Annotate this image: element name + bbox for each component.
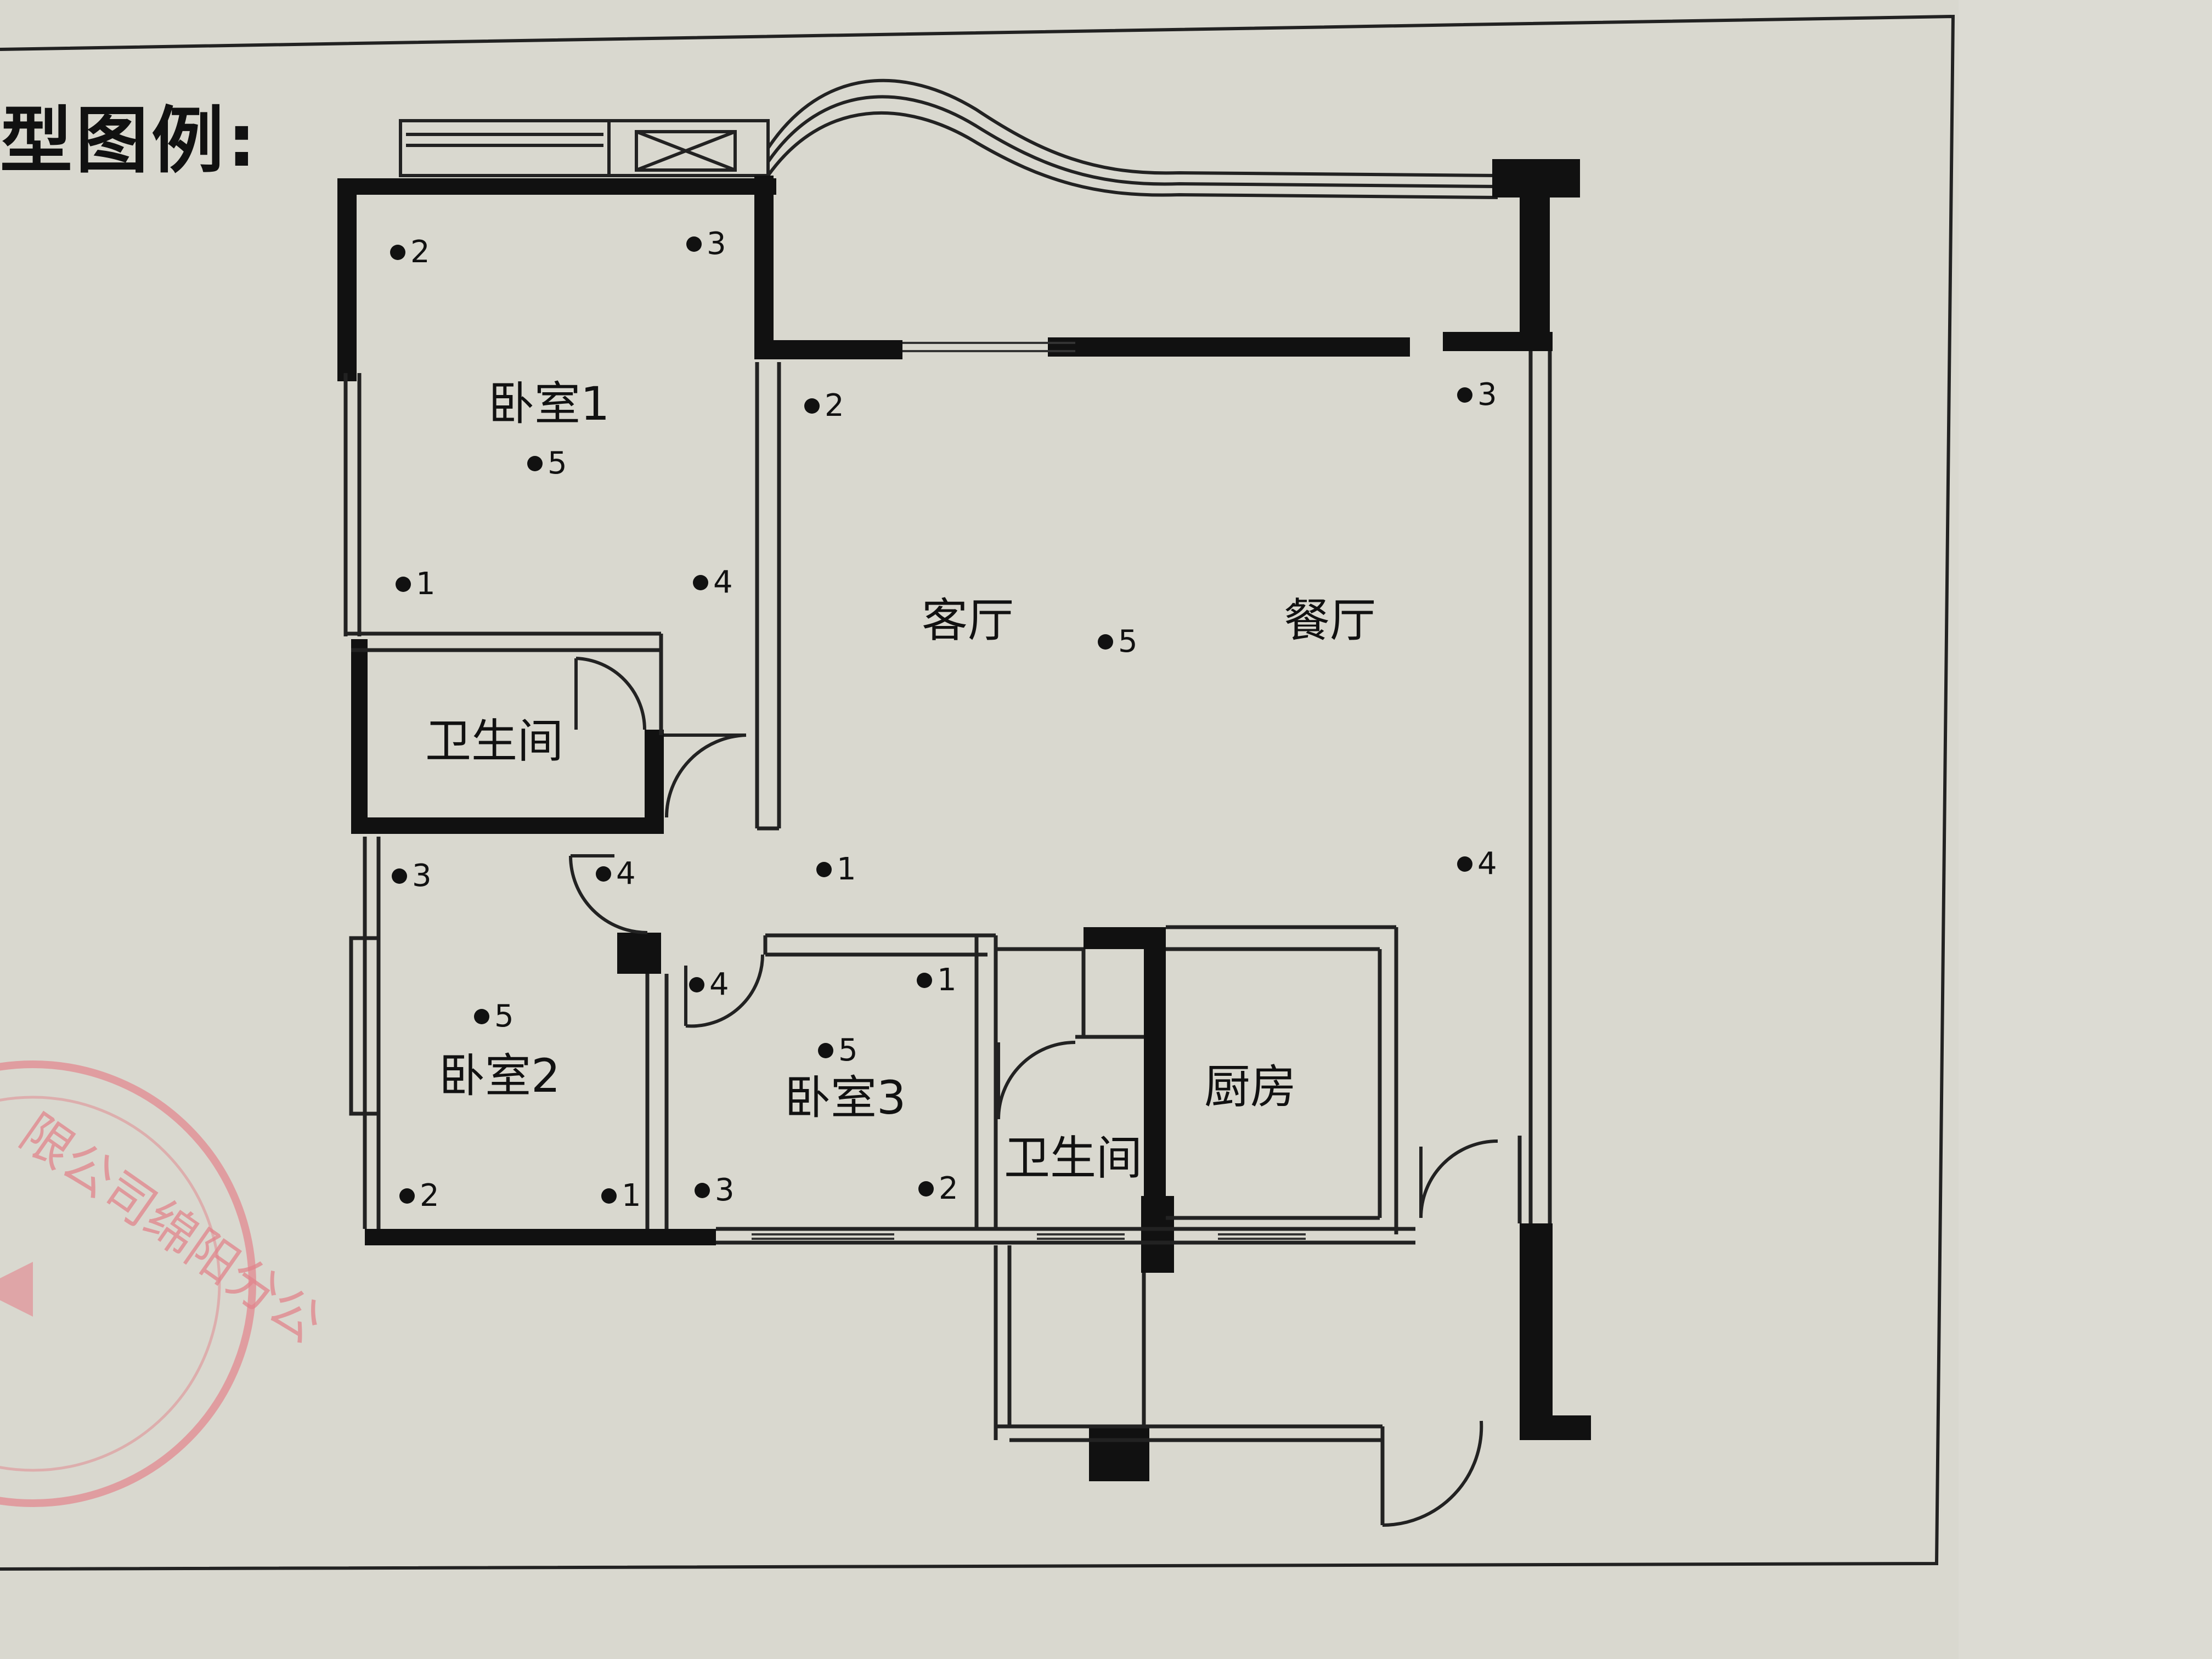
heading-title: 型图例:: [0, 99, 259, 183]
windows: [752, 342, 1306, 1240]
marker-b2-1: 1: [622, 1178, 641, 1214]
marker-b3-1: 1: [937, 962, 957, 998]
room-label-bedroom3: 卧室3: [785, 1071, 906, 1125]
marker-dots: [390, 236, 1472, 1204]
marker-lv-1: 1: [837, 851, 856, 887]
marker-labels: 2 3 5 1 4 2 3 5 1 4 3 4 5 2 1 4 1 5 3 2: [410, 226, 1497, 1214]
marker-b1-1: 1: [416, 566, 436, 602]
marker-b1-4: 4: [713, 565, 733, 600]
stamp-text: 限公司绵阳分公: [9, 1103, 332, 1353]
room-label-dining: 餐厅: [1284, 594, 1376, 647]
marker-lv-3: 3: [1477, 377, 1497, 413]
marker-b2-3: 3: [412, 858, 432, 894]
marker-b3-3: 3: [715, 1172, 735, 1208]
room-label-bath2: 卫生间: [1004, 1131, 1142, 1185]
marker-b3-5: 5: [838, 1032, 858, 1068]
room-label-kitchen: 厨房: [1204, 1060, 1296, 1114]
marker-b1-2: 2: [410, 234, 430, 270]
company-seal: 限公司绵阳分公: [0, 1060, 332, 1507]
marker-b2-4: 4: [616, 856, 636, 891]
marker-b1-3: 3: [707, 226, 726, 262]
balcony-rail: [766, 78, 1498, 199]
room-label-bedroom2: 卧室2: [439, 1049, 560, 1103]
marker-b2-2: 2: [420, 1178, 439, 1214]
room-label-living: 客厅: [922, 594, 1014, 647]
marker-lv-5: 5: [1118, 624, 1138, 659]
marker-lv-2: 2: [825, 388, 844, 424]
marker-b1-5: 5: [548, 445, 567, 481]
room-label-bath1: 卫生间: [425, 714, 563, 768]
marker-lv-4: 4: [1477, 846, 1497, 882]
door-swings: [569, 657, 1498, 1527]
bedroom1-top-window: [399, 119, 770, 177]
marker-b3-2: 2: [939, 1171, 958, 1206]
marker-b3-4: 4: [709, 967, 729, 1002]
room-label-bedroom1: 卧室1: [488, 377, 610, 431]
marker-b2-5: 5: [494, 998, 514, 1034]
sheet-border: [0, 14, 1955, 1571]
thin-walls: [343, 351, 1552, 1525]
walls: [337, 159, 1591, 1481]
